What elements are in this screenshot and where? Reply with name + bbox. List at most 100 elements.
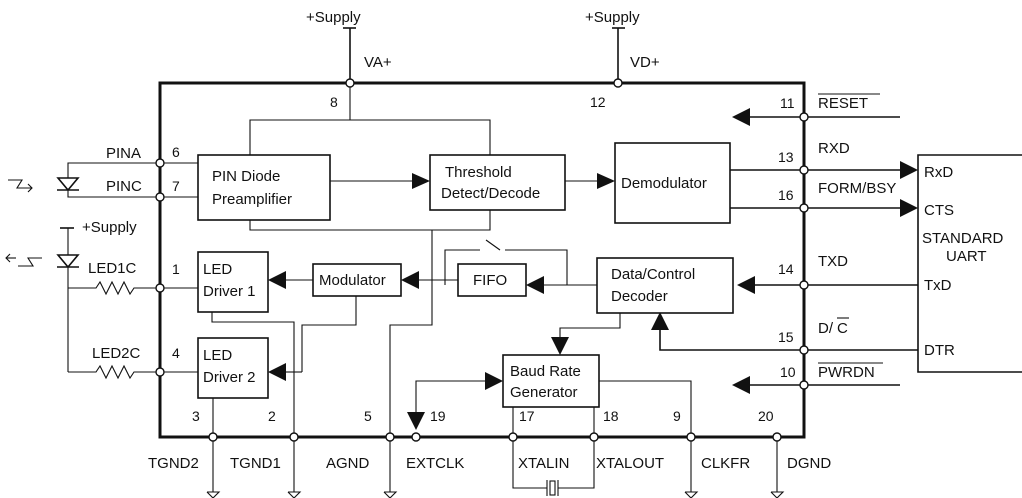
form-pin-node [799,203,809,213]
rxd-arrow [900,161,918,179]
crystal-icon [512,441,595,496]
dc-pin-number: 15 [778,329,794,345]
led1-to-tgnd1-wire [211,312,295,437]
resistor-led2c [68,364,156,380]
led1c-pin-number: 1 [172,261,180,277]
pina-label: PINA [106,145,141,162]
led2c-pin-node [155,367,165,377]
fifo-block [457,263,527,297]
threshold-to-demod-arrow [597,173,615,189]
extclk-label: EXTCLK [406,455,464,472]
pwrdn-arrow [732,376,750,394]
light-out-icon [5,253,42,267]
dgnd-pin-node [772,432,782,442]
dgnd-pin-number: 20 [758,408,774,424]
preamp-to-threshold-arrow [412,173,430,189]
led2c-pin-number: 4 [172,345,180,361]
pwrdn-pin-number: 10 [780,364,796,380]
form-pin-number: 16 [778,187,794,203]
agnd-label: AGND [326,455,370,472]
dc-wire [659,330,918,351]
led-symbol [56,254,80,269]
dgnd-label: DGND [787,455,831,472]
pwrdn-pin-node [799,380,809,390]
uart-cts: CTS [924,202,954,219]
baud-rate-generator-block [502,354,600,408]
fifo-bypass-right [505,249,568,285]
pin-diode-line1: PIN Diode [212,168,280,185]
txd-pin-node [799,280,809,290]
txd-label: TXD [818,253,848,270]
threshold-line1: Threshold [445,164,512,181]
resistor-led1c [68,280,156,296]
demodulator-block [614,142,731,224]
tgnd1-label: TGND1 [230,455,281,472]
pwrdn-label: PWRDN [818,364,875,381]
baud-rate-line1: Baud Rate [510,363,581,380]
tgnd1-pin-node [289,432,299,442]
led1c-label: LED1C [88,260,137,277]
reset-label: RESET [818,95,868,112]
pina-pin-number: 6 [172,144,180,160]
mod-to-led2-wire [301,296,357,372]
va-pin-node [345,78,355,88]
clkfr-pin-number: 9 [673,408,681,424]
va-label: VA+ [364,54,392,71]
fifo-bypass-left [444,249,480,285]
dgnd-ground-icon [770,491,785,498]
decoder-to-baud-wire [559,313,621,337]
led-driver-2-line2: Driver 2 [203,369,256,386]
decoder-to-baud-arrow [551,337,569,355]
light-in-icon [8,179,33,193]
xtalin-pin-node [508,432,518,442]
uart-title-line1: STANDARD [922,230,1004,247]
agnd-ground-icon [383,491,398,498]
reset-pin-number: 11 [780,95,795,111]
modulator-block [312,263,402,297]
pinc-pin-number: 7 [172,178,180,194]
photodiode-top-wire [67,162,156,178]
pinc-pin-node [155,192,165,202]
baud-to-clkfr-wire [599,380,692,437]
extclk-pin-node [411,432,421,442]
va-pin-number: 8 [330,94,338,110]
agnd-bus-top [249,210,491,231]
agnd-pin-node [385,432,395,442]
fifo-label: FIFO [473,272,507,289]
form-arrow [900,199,918,217]
reset-pin-node [799,112,809,122]
chip-outline [158,81,806,439]
mod-to-led2-arrow [268,363,286,381]
dc-pin-node [799,345,809,355]
uart-title-line2: UART [946,248,987,265]
xtalin-label: XTALIN [518,455,569,472]
led-driver-1-line2: Driver 1 [203,283,256,300]
led-driver-2-line1: LED [203,347,232,364]
tgnd2-pin-number: 3 [192,408,200,424]
dc-label-bar: C [837,320,848,337]
rxd-label: RXD [818,140,850,157]
xtalout-label: XTALOUT [596,455,664,472]
uart-box [917,154,1022,373]
tgnd2-label: TGND2 [148,455,199,472]
pinc-label: PINC [106,178,142,195]
tgnd2-ground-icon [206,491,221,498]
extclk-out-arrow [407,412,425,430]
pina-pin-node [155,158,165,168]
led-driver-1-line1: LED [203,261,232,278]
xtalin-pin-number: 17 [519,408,535,424]
data-control-line1: Data/Control [611,266,695,283]
dc-arrow [651,312,669,330]
rxd-pin-number: 13 [778,149,794,165]
form-label: FORM/BSY [818,180,896,197]
xtalout-pin-node [589,432,599,442]
txd-arrow [737,276,755,294]
mod-to-led1-arrow [268,271,286,289]
agnd-pin-number: 5 [364,408,372,424]
uart-rxd: RxD [924,164,953,181]
vd-label: VD+ [630,54,660,71]
va-bus [249,119,491,155]
supply-label-vd: +Supply [585,9,640,26]
vd-pin-number: 12 [590,94,606,110]
